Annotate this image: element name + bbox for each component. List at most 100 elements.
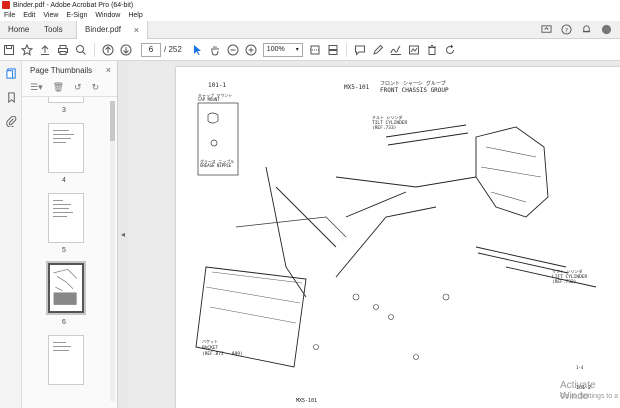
bucket-label-jp: バケット	[202, 338, 218, 344]
signature-icon[interactable]	[387, 41, 405, 59]
select-cursor-icon[interactable]	[188, 41, 206, 59]
close-icon[interactable]: ×	[105, 65, 111, 75]
washer-part	[352, 293, 360, 301]
account-icon[interactable]	[600, 24, 612, 36]
tab-tools[interactable]: Tools	[44, 25, 63, 34]
next-page-icon[interactable]	[117, 41, 135, 59]
rotate-left-icon[interactable]: ↺	[74, 82, 82, 92]
acrobat-app-icon	[2, 1, 10, 9]
menu-help[interactable]: Help	[128, 12, 143, 19]
drawing-title: FRONT CHASSIS GROUP	[380, 87, 449, 94]
tilt-cylinder-label: TILT CYLINDER	[372, 120, 408, 126]
zoom-in-icon[interactable]	[242, 41, 260, 59]
drawing-code: MX5-101	[344, 84, 370, 91]
page-thumbnails-icon[interactable]	[0, 61, 22, 85]
page-footer: MX5-101	[296, 398, 317, 404]
menu-file[interactable]: File	[4, 12, 16, 19]
activate-windows-watermark: Activate Windo	[560, 380, 596, 402]
cap-mount-inset	[197, 102, 239, 176]
thumbnail-options-icon[interactable]: ☰▾	[30, 82, 43, 92]
panel-splitter[interactable]: ◂	[118, 61, 128, 408]
menu-window[interactable]: Window	[95, 12, 121, 19]
chassis-detail	[480, 146, 542, 203]
page-thumbnail[interactable]	[48, 123, 84, 173]
hand-tool-icon[interactable]	[206, 41, 224, 59]
comment-icon[interactable]	[351, 41, 369, 59]
help-icon[interactable]: ?	[560, 24, 572, 36]
thumbnail-label: 6	[62, 319, 66, 326]
thumbnail-content	[53, 342, 79, 354]
washer-part	[313, 344, 319, 350]
page-thumbnail[interactable]	[48, 97, 84, 103]
tabbar-right: ?	[540, 24, 612, 36]
prev-page-icon[interactable]	[99, 41, 117, 59]
tab-document[interactable]: Binder.pdf ×	[76, 20, 148, 39]
bucket-link	[265, 166, 337, 298]
thumbnail-scrollbar[interactable]	[110, 101, 115, 401]
page-thumbnails-panel: Page Thumbnails × ☰▾ 🗑 ↺ ↻ 3 4 5	[22, 61, 118, 408]
page-thumbnail[interactable]	[48, 335, 84, 385]
thumbnail-list[interactable]: 3 4 5 6	[22, 97, 108, 408]
upload-icon[interactable]	[36, 41, 54, 59]
toolbar-separator	[94, 42, 95, 57]
rotate-icon[interactable]	[441, 41, 459, 59]
pin-rod	[235, 216, 347, 238]
scrollbar-thumb[interactable]	[110, 101, 115, 141]
tab-document-label: Binder.pdf	[85, 25, 122, 34]
search-icon[interactable]	[72, 41, 90, 59]
scroll-mode-icon[interactable]	[324, 41, 342, 59]
collapse-panel-icon[interactable]: ◂	[120, 230, 125, 239]
rotate-right-icon[interactable]: ↻	[91, 82, 100, 92]
tab-home[interactable]: Home	[8, 25, 30, 34]
close-icon[interactable]: ×	[133, 24, 139, 35]
tilt-cylinder-label-jp: チルト シリンダ	[372, 114, 402, 120]
page-number-input[interactable]: 6	[141, 42, 161, 57]
zoom-out-icon[interactable]	[224, 41, 242, 59]
fit-page-icon[interactable]	[306, 41, 324, 59]
tab-bar: Home Tools Binder.pdf × ?	[0, 20, 620, 39]
menu-view[interactable]: View	[43, 12, 59, 19]
title-bar: Binder.pdf - Adobe Acrobat Pro (64-bit)	[0, 0, 620, 10]
boom-arm	[335, 176, 477, 278]
stamp-icon[interactable]	[405, 41, 423, 59]
thumbnail-label: 3	[62, 107, 66, 114]
grease-nipple-part	[210, 139, 218, 147]
cap-mount-part	[207, 112, 219, 124]
delete-icon[interactable]	[423, 41, 441, 59]
toolbar-separator	[345, 42, 347, 57]
thumbnail-label: 5	[62, 247, 66, 254]
attachments-icon[interactable]	[0, 109, 22, 133]
tilt-cylinder	[385, 124, 469, 146]
page-total: / 252	[164, 45, 182, 54]
bookmark-star-icon[interactable]	[18, 41, 36, 59]
share-screen-icon[interactable]	[540, 24, 552, 36]
drawing-title-jp: フロント シャーシ グループ	[380, 80, 446, 87]
washer-part	[373, 304, 379, 310]
main-toolbar: 6 / 252 100% ▾	[0, 39, 620, 61]
menu-bar: File Edit View E-Sign Window Help	[0, 10, 620, 21]
pdf-page: 101-1 MX5-101 フロント シャーシ グループ FRONT CHASS…	[176, 67, 620, 408]
save-icon[interactable]	[0, 41, 18, 59]
activate-windows-subtext: Go to Settings to a	[560, 393, 618, 400]
parts-diagram: 101-1 MX5-101 フロント シャーシ グループ FRONT CHASS…	[195, 80, 597, 404]
corner-note: 1-4	[576, 365, 584, 370]
figure-id: 101-1	[208, 82, 226, 89]
washer-part	[442, 293, 450, 301]
highlight-pen-icon[interactable]	[369, 41, 387, 59]
notifications-icon[interactable]	[580, 24, 592, 36]
bucket-ref: (REF.872 - 889)	[202, 351, 243, 357]
menu-edit[interactable]: Edit	[23, 12, 36, 19]
document-view[interactable]: 101-1 MX5-101 フロント シャーシ グループ FRONT CHASS…	[128, 61, 620, 408]
page-thumbnail-selected[interactable]	[46, 261, 86, 315]
menu-esign[interactable]: E-Sign	[66, 12, 88, 19]
bucket	[195, 266, 307, 368]
zoom-level-select[interactable]: 100% ▾	[262, 42, 303, 57]
thumbnail-label: 4	[62, 177, 66, 184]
page-thumbnail[interactable]	[48, 193, 84, 243]
page-footer-right: 101-2	[576, 385, 591, 391]
chassis-frame	[475, 126, 549, 218]
print-icon[interactable]	[54, 41, 72, 59]
bookmarks-icon[interactable]	[0, 85, 22, 109]
delete-icon[interactable]: 🗑	[52, 82, 65, 92]
panel-header: Page Thumbnails ×	[22, 61, 117, 79]
